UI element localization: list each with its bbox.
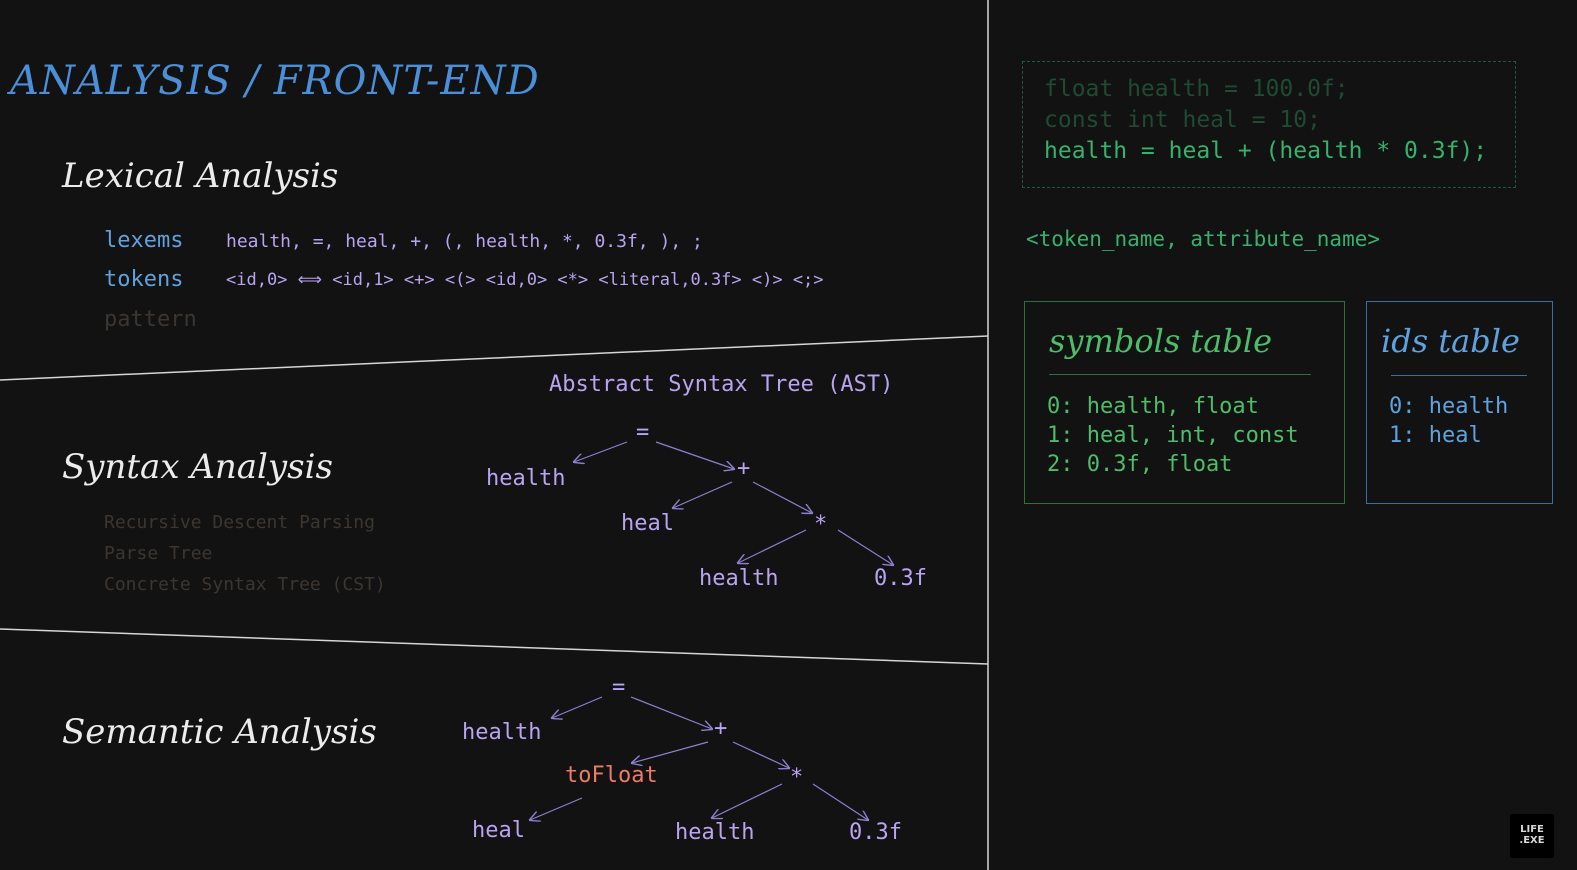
- ast-node-literal: 0.3f: [874, 566, 927, 591]
- sub-item-recursive-descent: Recursive Descent Parsing: [104, 512, 375, 533]
- symbols-table-rows: 0: health, float 1: heal, int, const 2: …: [1047, 392, 1299, 479]
- ids-row-0: 0: health: [1389, 394, 1509, 419]
- semantic-analysis-heading: Semantic Analysis: [62, 712, 377, 752]
- symbols-row-0: 0: health, float: [1047, 394, 1259, 419]
- sub-item-cst: Concrete Syntax Tree (CST): [104, 574, 386, 595]
- ids-table: ids table 0: health 1: heal: [1366, 301, 1553, 504]
- code-snippet-box: [1022, 61, 1516, 188]
- ast-node-health: health: [486, 466, 566, 491]
- lexems-label: lexems: [104, 228, 184, 253]
- sem-node-plus: +: [714, 716, 728, 741]
- symbols-table-underline: [1049, 374, 1311, 375]
- symbols-table-title: symbols table: [1049, 322, 1273, 360]
- page-title: ANALYSIS / FRONT-END: [10, 58, 540, 104]
- symbols-table: symbols table 0: health, float 1: heal, …: [1024, 301, 1345, 504]
- ids-table-rows: 0: health 1: heal: [1389, 392, 1508, 450]
- logo-line-2: .EXE: [1519, 835, 1545, 846]
- ast-node-health-2: health: [699, 566, 779, 591]
- tokens-label: tokens: [104, 267, 184, 292]
- symbols-row-2: 2: 0.3f, float: [1047, 452, 1233, 477]
- sub-item-parse-tree: Parse Tree: [104, 543, 213, 564]
- sem-node-mul: *: [790, 765, 804, 790]
- ids-row-1: 1: heal: [1389, 423, 1482, 448]
- lexems-value: health, =, heal, +, (, health, *, 0.3f, …: [226, 231, 703, 252]
- sem-node-health: health: [462, 720, 542, 745]
- syntax-analysis-heading: Syntax Analysis: [62, 447, 333, 487]
- sem-node-tofloat: toFloat: [565, 763, 658, 788]
- sem-node-heal: heal: [472, 818, 525, 843]
- ids-table-underline: [1391, 375, 1527, 376]
- code-line-3: health = heal + (health * 0.3f);: [1044, 138, 1488, 164]
- code-line-1: float health = 100.0f;: [1044, 76, 1349, 102]
- code-line-2: const int heal = 10;: [1044, 107, 1321, 133]
- lexical-analysis-heading: Lexical Analysis: [62, 156, 339, 196]
- ast-node-assign: =: [636, 420, 650, 445]
- ast-node-heal: heal: [621, 511, 674, 536]
- logo-line-1: LIFE: [1520, 824, 1544, 835]
- symbols-row-1: 1: heal, int, const: [1047, 423, 1299, 448]
- sem-node-health-2: health: [675, 820, 755, 845]
- ast-node-mul: *: [814, 512, 828, 537]
- channel-logo: LIFE .EXE: [1510, 814, 1554, 858]
- sem-node-assign: =: [612, 675, 626, 700]
- ast-node-plus: +: [737, 456, 751, 481]
- sem-node-literal: 0.3f: [849, 820, 902, 845]
- ast-title: Abstract Syntax Tree (AST): [549, 372, 894, 397]
- pattern-label: pattern: [104, 307, 197, 332]
- ids-table-title: ids table: [1381, 322, 1520, 360]
- token-format: <token_name, attribute_name>: [1026, 227, 1381, 251]
- syntax-sub-items: Recursive Descent Parsing Parse Tree Con…: [104, 507, 386, 600]
- tokens-value: <id,0> ⟺ <id,1> <+> <(> <id,0> <*> <lite…: [226, 270, 824, 290]
